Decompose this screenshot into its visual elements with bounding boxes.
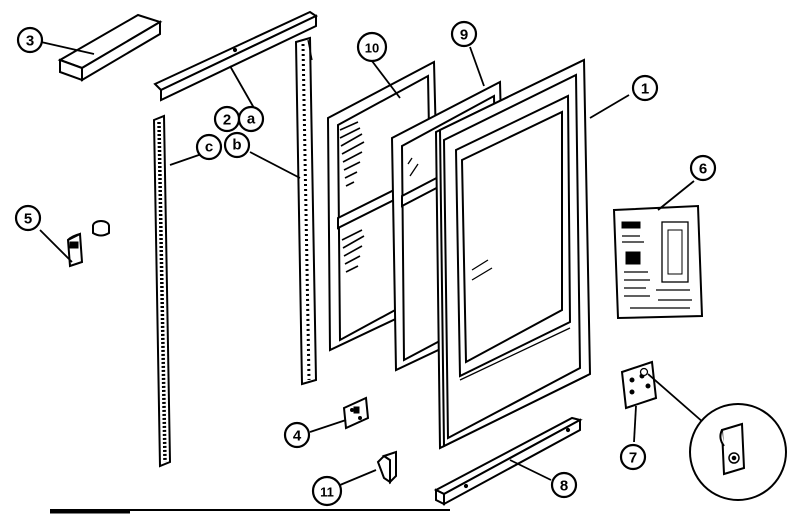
- callout-9: 9: [450, 20, 478, 48]
- callout-9-label: 9: [460, 27, 468, 44]
- callout-8-label: 8: [560, 478, 568, 495]
- part-5-handle: [66, 220, 110, 268]
- callout-a-label: a: [247, 111, 256, 128]
- callout-1-label: 1: [641, 81, 649, 98]
- callout-5-label: 5: [24, 211, 32, 228]
- callout-10: 10: [356, 31, 388, 63]
- callout-b-label: b: [232, 137, 241, 154]
- callout-4-label: 4: [293, 428, 302, 445]
- callout-6: 6: [689, 154, 717, 182]
- part-b-right-expander: [294, 36, 318, 386]
- detail-magnifier: [647, 373, 787, 501]
- part-3-top-cap: [57, 13, 163, 82]
- callout-3-label: 3: [26, 33, 34, 50]
- callout-a: a: [237, 105, 265, 133]
- callout-8: 8: [550, 471, 578, 499]
- callout-3: 3: [16, 26, 44, 54]
- callout-2-label: 2: [223, 112, 231, 129]
- callout-b: b: [223, 131, 251, 159]
- callout-1: 1: [631, 74, 659, 102]
- part-1-door-frame: [434, 58, 592, 450]
- callout-5: 5: [14, 204, 42, 232]
- callout-11-label: 11: [320, 485, 334, 500]
- callout-2: 2: [213, 105, 241, 133]
- callout-c-label: c: [205, 139, 213, 156]
- part-2-top-rail: [153, 10, 319, 102]
- callout-10-label: 10: [365, 41, 379, 56]
- callout-11: 11: [311, 475, 343, 507]
- callout-c: c: [195, 133, 223, 161]
- callout-4: 4: [283, 421, 311, 449]
- callout-6-label: 6: [699, 161, 707, 178]
- part-4-latch-plate: [342, 396, 370, 430]
- part-7-bracket-plate: [620, 360, 658, 410]
- callout-7-label: 7: [629, 450, 637, 467]
- part-8-bottom-rail: [433, 416, 583, 506]
- part-6-instruction-card: [612, 204, 704, 320]
- part-11-clip: [376, 450, 397, 485]
- callout-7: 7: [619, 443, 647, 471]
- part-c-left-expander: [152, 114, 172, 468]
